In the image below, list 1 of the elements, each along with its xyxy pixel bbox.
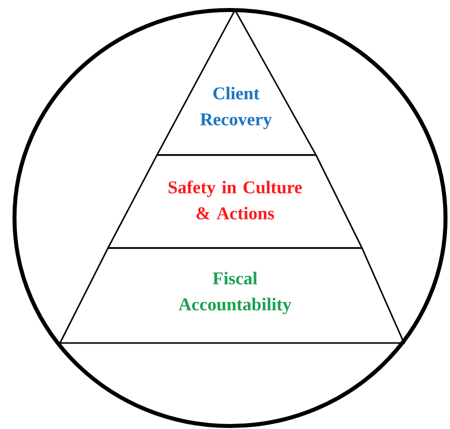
circle [12,8,448,428]
